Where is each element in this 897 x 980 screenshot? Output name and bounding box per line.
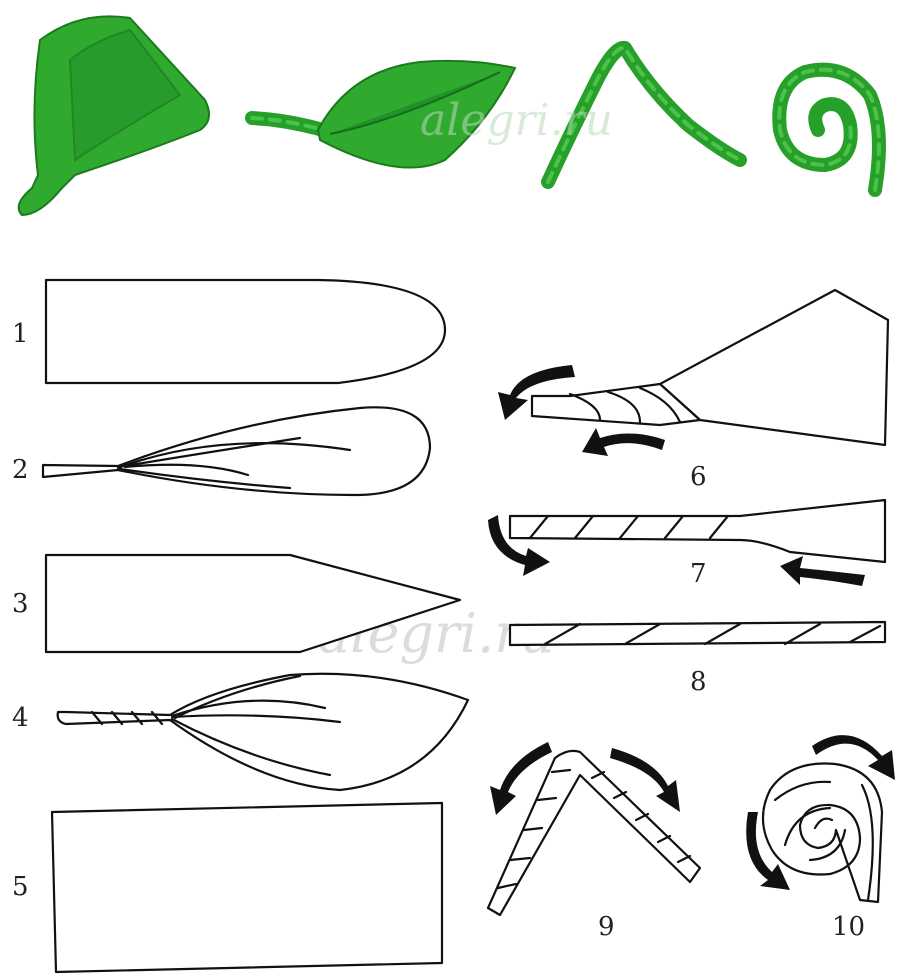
step-5-rectangle (52, 803, 442, 972)
step-label-4: 4 (12, 703, 29, 733)
step-label-1: 1 (12, 319, 29, 349)
step-label-10: 10 (832, 912, 865, 942)
step-1-rounded-strip (46, 280, 445, 383)
step-label-5: 5 (12, 872, 29, 902)
step-label-7: 7 (690, 559, 707, 589)
step-label-3: 3 (12, 589, 29, 619)
step-2-rounded-leaf (43, 407, 430, 495)
watermark-top: alegri.ru (420, 95, 613, 146)
step-label-9: 9 (598, 912, 615, 942)
step-label-6: 6 (690, 462, 707, 492)
step-6-twisting-fan (498, 290, 888, 456)
photo-coiled-rope (779, 70, 879, 190)
step-4-pointed-leaf (58, 674, 468, 790)
step-label-2: 2 (12, 455, 29, 485)
step-7-twisted-strip (488, 500, 885, 586)
step-9-bent-rope (488, 742, 700, 915)
step-8-twisted-rope (510, 622, 885, 645)
arrow-icon (780, 556, 865, 586)
step-10-coiled-rose (746, 735, 895, 902)
step-label-8: 8 (690, 667, 707, 697)
photo-strip: alegri.ru (19, 16, 879, 215)
photo-fan-leaf (19, 16, 209, 215)
arrow-icon (582, 428, 665, 456)
